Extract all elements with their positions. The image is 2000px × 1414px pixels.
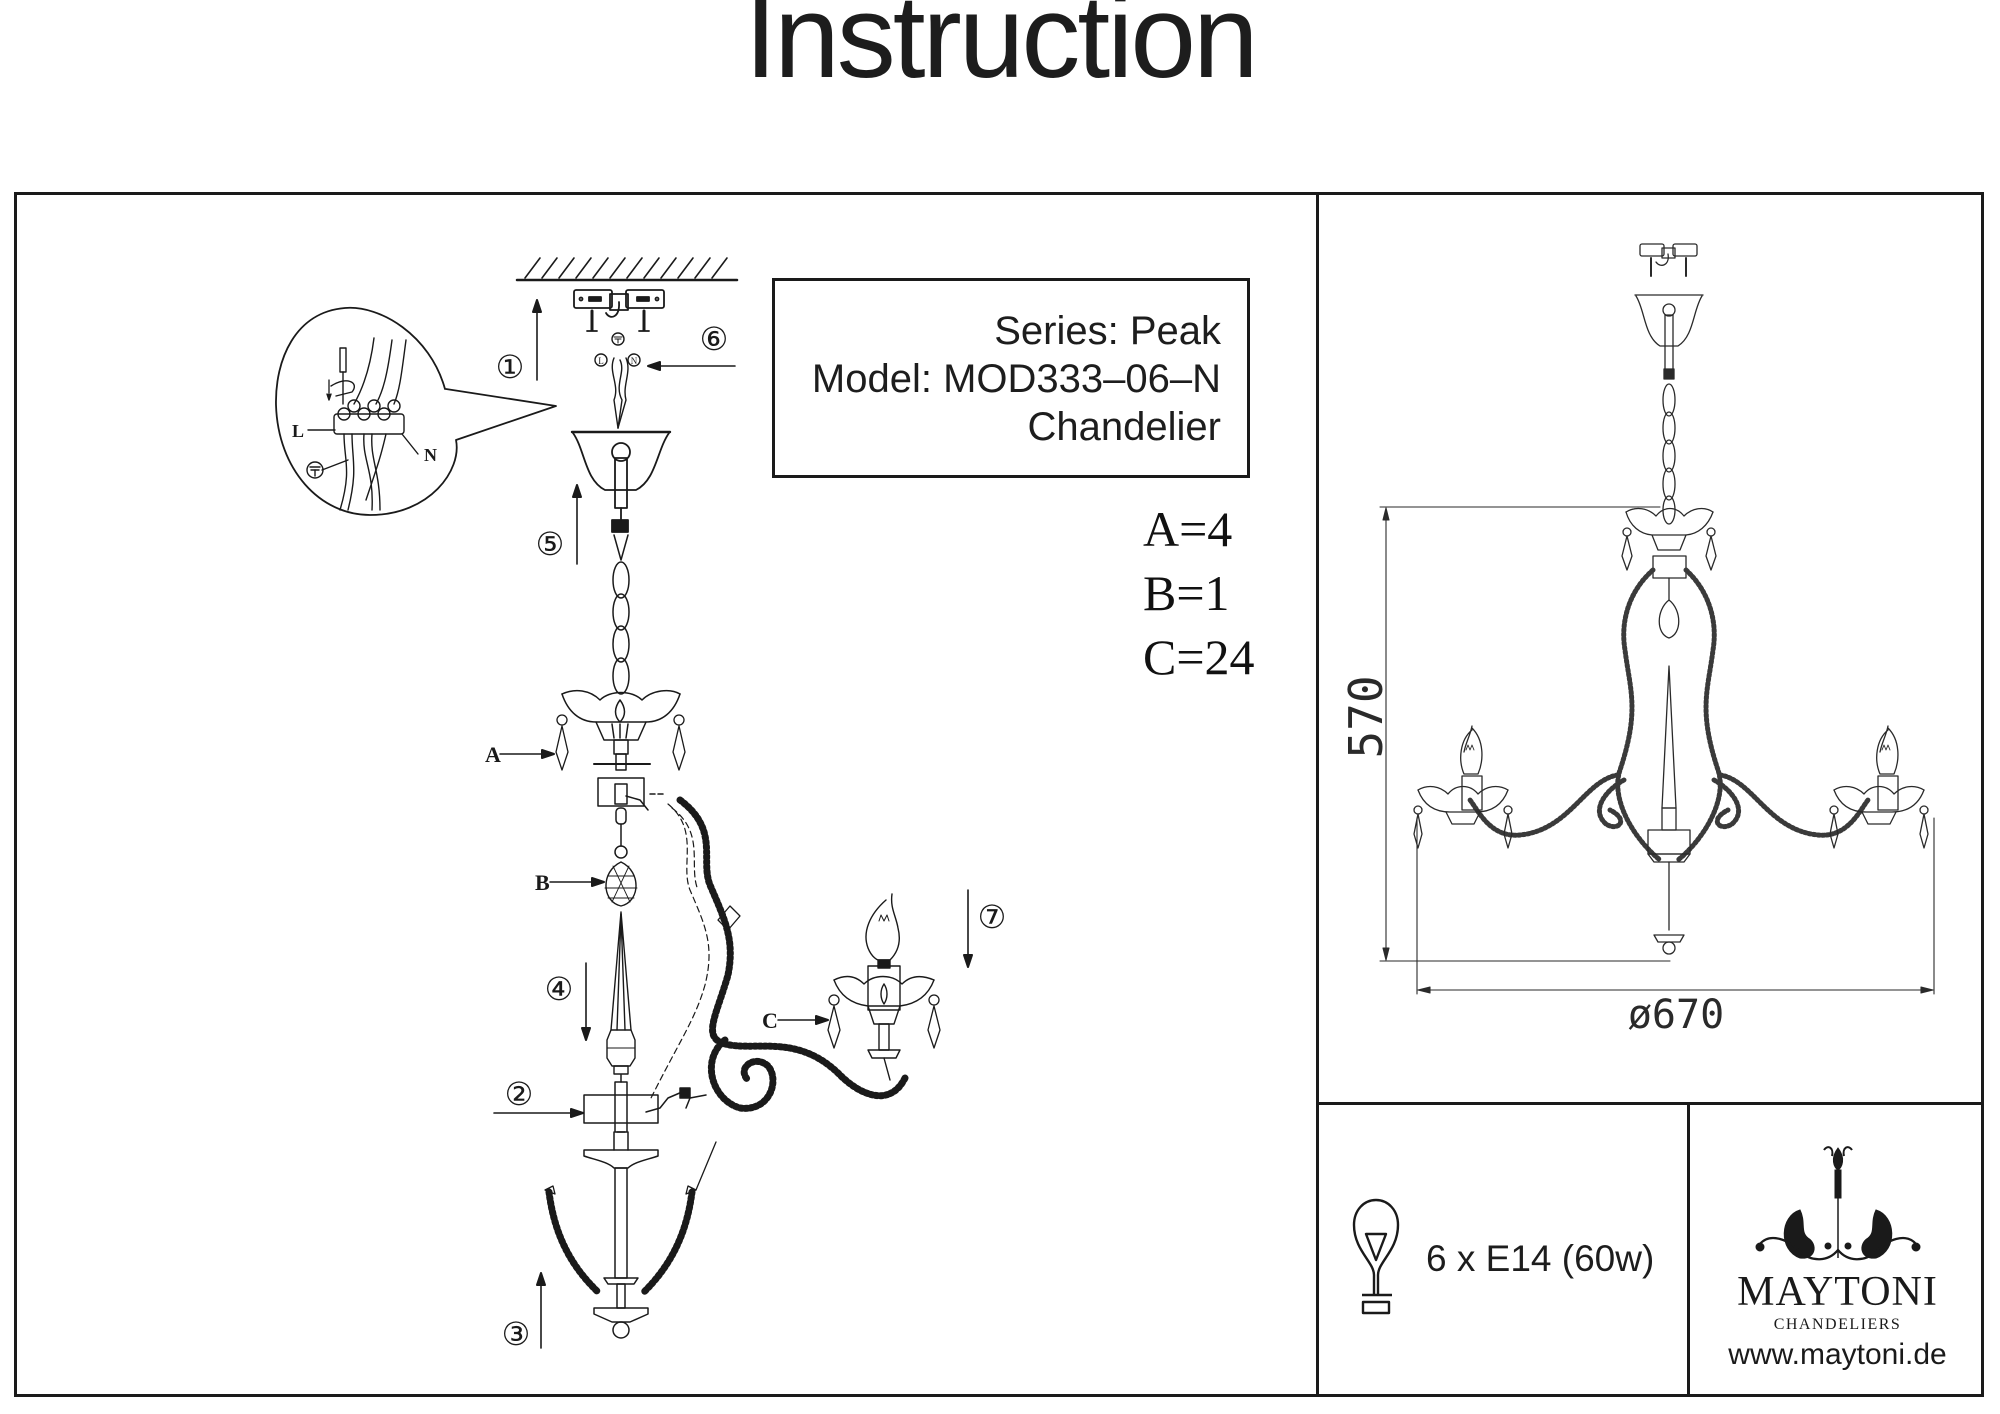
part-count-c: C=24 xyxy=(1143,629,1255,685)
divider-right-horizontal xyxy=(1316,1102,1984,1105)
dim-top-bobeche xyxy=(1621,507,1717,639)
crystal-drop-a-right xyxy=(672,714,686,771)
dim-beaded-frame xyxy=(1467,567,1871,863)
top-bobeche xyxy=(561,689,681,771)
chandelier-ornament-logo xyxy=(1755,1146,1921,1261)
step-5-arrow xyxy=(572,484,582,565)
light-bulb-icon xyxy=(1352,1198,1400,1315)
crystal-drop-a-left xyxy=(555,714,569,771)
mounting-bracket xyxy=(573,289,665,332)
brand-website-link[interactable]: www.maytoni.de xyxy=(1728,1338,1947,1371)
wire-label-neutral: N xyxy=(424,445,437,465)
wire-label-live: L xyxy=(292,421,304,441)
beaded-lower-bowl xyxy=(544,1141,717,1296)
step-4-number: ④ xyxy=(545,971,574,1007)
supply-wires xyxy=(594,332,641,429)
instruction-frame xyxy=(14,192,1984,1397)
dim-candle-right xyxy=(1829,725,1929,849)
step-2-number: ② xyxy=(505,1076,534,1112)
part-b-arrow xyxy=(549,877,605,887)
series-label: Series: Peak xyxy=(994,309,1221,353)
product-type-label: Chandelier xyxy=(1027,405,1221,449)
step-4-arrow xyxy=(581,962,591,1041)
part-count-b: B=1 xyxy=(1143,565,1230,621)
ceiling-hatch xyxy=(515,257,739,282)
divider-main-vertical xyxy=(1316,192,1319,1397)
arm-candle-cup xyxy=(833,893,935,1081)
wire-label-neutral-small: N xyxy=(631,356,638,366)
terminal-block xyxy=(306,337,419,511)
dim-center-spike xyxy=(1647,665,1691,955)
product-info-box: Series: Peak Model: MOD333–06–N Chandeli… xyxy=(772,278,1250,478)
page-title: Instruction xyxy=(744,0,1258,103)
wire-label-live-small: L xyxy=(598,356,604,366)
ceiling-canopy xyxy=(570,430,672,533)
part-count-a: A=4 xyxy=(1143,501,1233,557)
part-label-a: A xyxy=(485,742,501,767)
hanging-chain xyxy=(612,534,630,695)
wiring-detail-callout xyxy=(275,306,557,516)
brand-name: MAYTONI xyxy=(1737,1269,1938,1315)
part-label-b: B xyxy=(535,870,550,895)
diameter-dimension-line xyxy=(1416,817,1935,995)
dim-candle-left xyxy=(1413,725,1513,849)
step-5-number: ⑤ xyxy=(536,526,565,562)
center-body xyxy=(583,1074,691,1339)
crystal-ball-b xyxy=(604,861,638,907)
dim-mounting-bracket xyxy=(1639,243,1698,277)
brand-subtitle: CHANDELIERS xyxy=(1773,1316,1902,1333)
parts-count-list: A=4 B=1 C=24 xyxy=(1143,497,1255,689)
divider-footer-vertical xyxy=(1687,1102,1690,1397)
part-c-arrow xyxy=(777,1015,829,1025)
part-a-arrow xyxy=(499,749,555,759)
part-label-c: C xyxy=(762,1008,778,1033)
step-3-arrow xyxy=(536,1272,546,1349)
diameter-dimension-value: ø670 xyxy=(1628,992,1724,1038)
crystal-drop-c-right xyxy=(927,994,941,1049)
step-6-number: ⑥ xyxy=(700,321,729,357)
step-1-number: ① xyxy=(496,349,525,385)
height-dimension-value: 570 xyxy=(1339,675,1393,758)
upper-junction-box xyxy=(597,777,667,859)
height-dimension-line xyxy=(1379,506,1671,962)
bulb-spec-text: 6 x E14 (60w) xyxy=(1426,1238,1655,1279)
model-label: Model: MOD333–06–N xyxy=(811,357,1221,401)
step-2-arrow xyxy=(493,1108,584,1118)
step-7-arrow xyxy=(963,889,973,968)
step-6-arrow xyxy=(647,361,736,371)
step-3-number: ③ xyxy=(502,1316,531,1352)
dim-canopy xyxy=(1634,294,1704,380)
step-1-arrow xyxy=(532,299,542,381)
beaded-arm xyxy=(649,796,909,1112)
crystal-drop-c-left xyxy=(827,994,841,1049)
ground-symbol-small xyxy=(613,336,623,344)
step-7-number: ⑦ xyxy=(978,899,1007,935)
center-spike xyxy=(606,911,636,1075)
